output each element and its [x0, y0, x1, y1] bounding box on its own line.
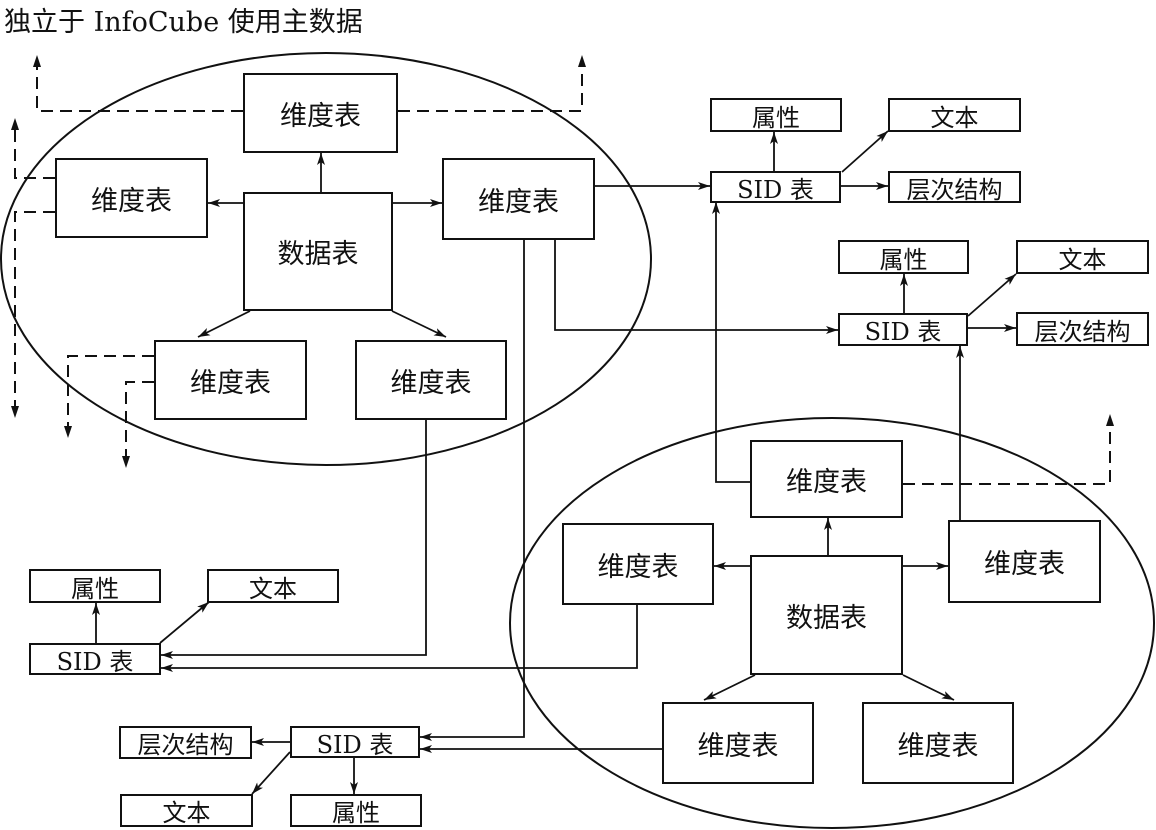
- diagram-title: 独立于 InfoCube 使用主数据: [4, 7, 363, 38]
- hierarchy-table: 层次结构: [119, 726, 252, 759]
- attribute-table: 属性: [838, 240, 969, 274]
- hierarchy-table: 层次结构: [1016, 312, 1149, 346]
- fact-table: 数据表: [750, 555, 903, 675]
- text-table: 文本: [888, 98, 1021, 132]
- hierarchy-table: 层次结构: [888, 171, 1021, 204]
- text-table: 文本: [120, 794, 253, 827]
- attribute-table: 属性: [29, 569, 161, 603]
- dimension-table: 维度表: [55, 158, 208, 238]
- attribute-table: 属性: [710, 98, 842, 132]
- sid-table: SID 表: [290, 726, 420, 759]
- text-table: 文本: [207, 569, 339, 603]
- fact-table: 数据表: [243, 192, 393, 311]
- dimension-table: 维度表: [562, 523, 714, 605]
- infocube-1-ellipse: [0, 52, 652, 466]
- attribute-table: 属性: [290, 794, 422, 827]
- dimension-table: 维度表: [662, 702, 814, 784]
- sid-table: SID 表: [710, 171, 841, 204]
- dimension-table: 维度表: [948, 520, 1101, 603]
- infocube-2-ellipse: [509, 417, 1155, 829]
- dimension-table: 维度表: [862, 702, 1014, 784]
- dimension-table: 维度表: [355, 340, 507, 420]
- text-table: 文本: [1016, 240, 1149, 274]
- dimension-table: 维度表: [154, 340, 307, 420]
- dimension-table: 维度表: [750, 440, 903, 518]
- sid-table: SID 表: [838, 313, 968, 346]
- dimension-table: 维度表: [442, 158, 595, 240]
- sid-table: SID 表: [29, 643, 161, 676]
- dimension-table: 维度表: [243, 73, 398, 153]
